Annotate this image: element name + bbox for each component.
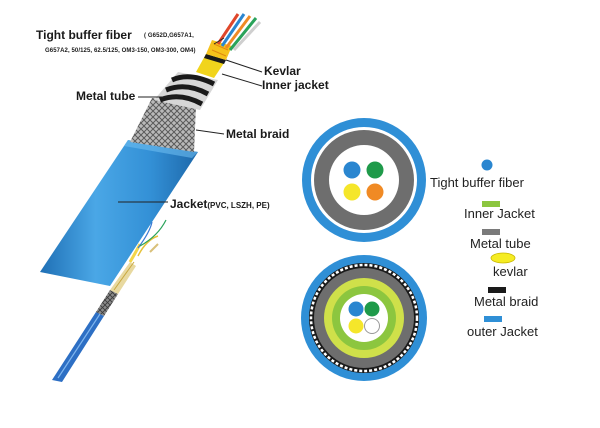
callout-kevlar: Kevlar bbox=[264, 64, 301, 78]
cross-section-simplex bbox=[302, 118, 426, 242]
fiber-orange bbox=[366, 183, 384, 201]
callout-jacket: Jacket bbox=[170, 197, 208, 211]
legend-label-kevlar: kevlar bbox=[493, 264, 528, 279]
swatch-metal-braid bbox=[488, 287, 506, 293]
callout-jacket-group: Jacket(PVC, LSZH, PE) bbox=[170, 195, 270, 213]
callout-inner-jacket: Inner jacket bbox=[262, 78, 329, 92]
metal-braid-section bbox=[130, 98, 196, 152]
fiber-blue bbox=[343, 161, 361, 179]
cable-photo bbox=[52, 219, 167, 382]
callout-metal-braid: Metal braid bbox=[226, 127, 290, 141]
callout-leaders bbox=[118, 37, 263, 203]
callout-fiber-models-1: ( G652D,G657A1, bbox=[144, 33, 194, 39]
cross-section-armored bbox=[301, 255, 427, 381]
legend-label-tight-buffer-fiber: Tight buffer fiber bbox=[430, 175, 524, 190]
legend-swatches bbox=[481, 159, 516, 322]
legend-label-inner-jacket: Inner Jacket bbox=[464, 206, 535, 221]
tight-buffer-fibers bbox=[216, 13, 262, 52]
swatch-tight-buffer-fiber bbox=[481, 159, 493, 171]
swatch-inner-jacket bbox=[482, 201, 500, 207]
swatch-metal-tube bbox=[482, 229, 500, 235]
legend-label-metal-tube: Metal tube bbox=[470, 236, 531, 251]
swatch-kevlar bbox=[490, 252, 516, 264]
callout-metal-tube: Metal tube bbox=[76, 89, 136, 103]
cable-cutaway bbox=[40, 13, 262, 286]
outer-jacket-body bbox=[40, 140, 198, 286]
kevlar-section bbox=[206, 40, 232, 60]
fiber-green bbox=[366, 161, 384, 179]
fiber-yellow bbox=[343, 183, 361, 201]
legend-label-outer-jacket: outer Jacket bbox=[467, 324, 538, 339]
legend-label-metal-braid: Metal braid bbox=[474, 294, 539, 309]
swatch-outer-jacket bbox=[484, 316, 502, 322]
callout-fiber-models-2: G657A2, 50/125, 62.5/125, OM3-150, OM3-3… bbox=[45, 48, 196, 54]
callout-jacket-materials: (PVC, LSZH, PE) bbox=[207, 201, 270, 210]
callout-tight-buffer-fiber: Tight buffer fiber bbox=[36, 28, 132, 42]
